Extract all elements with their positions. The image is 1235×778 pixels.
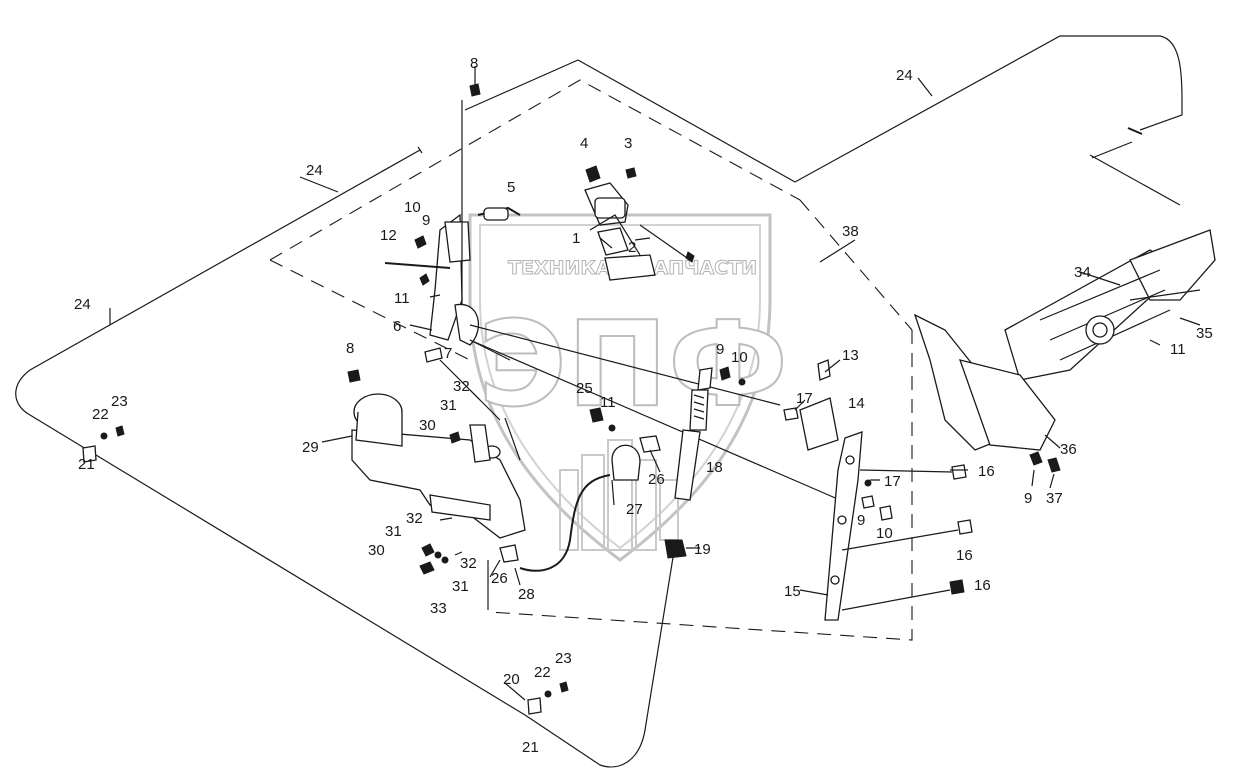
callout-28: 28	[518, 586, 535, 603]
callout-27: 27	[626, 501, 643, 518]
callout-16a: 16	[978, 463, 995, 480]
callout-32b: 32	[406, 510, 423, 527]
release-lever	[783, 359, 973, 621]
callout-32a: 32	[453, 378, 470, 395]
fluid-reservoir	[351, 359, 526, 575]
callout-7: 7	[444, 345, 452, 362]
callout-38: 38	[842, 223, 859, 240]
callout-37: 37	[1046, 490, 1063, 507]
callout-24c: 24	[74, 296, 91, 313]
callout-36: 36	[1060, 441, 1077, 458]
callout-6: 6	[393, 318, 401, 335]
callout-31c: 31	[452, 578, 469, 595]
callout-4: 4	[580, 135, 588, 152]
control-cable-upper	[464, 35, 1183, 206]
callout-22a: 22	[92, 406, 109, 423]
callout-11c: 11	[1170, 341, 1186, 358]
bracket-left	[384, 100, 841, 501]
watermark-brand-top: ТЕХНИКА	[508, 257, 611, 279]
callout-9a: 9	[422, 212, 430, 229]
callout-16b: 16	[956, 547, 973, 564]
callout-14: 14	[848, 395, 865, 412]
callout-17a: 17	[796, 390, 813, 407]
gearbox-assembly	[913, 229, 1216, 473]
callout-11b: 11	[600, 394, 616, 411]
callout-8b: 8	[346, 340, 354, 357]
cab-floor-outline	[269, 79, 913, 641]
callout-34: 34	[1074, 264, 1091, 281]
callout-23a: 23	[111, 393, 128, 410]
callout-10a: 10	[404, 199, 421, 216]
small-bolts	[347, 83, 481, 383]
callout-18: 18	[706, 459, 723, 476]
callout-11a: 11	[394, 290, 410, 307]
callout-32c: 32	[460, 555, 477, 572]
callout-9c: 9	[857, 512, 865, 529]
callout-21b: 21	[522, 739, 539, 756]
callout-26b: 26	[491, 570, 508, 587]
watermark-brand-top-right: ЗАПЧАСТИ	[640, 257, 757, 279]
callout-24a: 24	[306, 162, 323, 179]
callout-15: 15	[784, 583, 801, 600]
callout-17b: 17	[884, 473, 901, 490]
watermark-shield	[468, 213, 772, 562]
callout-30a: 30	[419, 417, 436, 434]
cable-clamps	[82, 425, 569, 715]
callout-20: 20	[503, 671, 520, 688]
callout-5: 5	[507, 179, 515, 196]
control-cable-left	[15, 146, 676, 768]
callout-2: 2	[628, 239, 636, 256]
callout-22b: 22	[534, 664, 551, 681]
leader-lines	[109, 66, 1201, 701]
callout-9b: 9	[716, 341, 724, 358]
master-cylinder	[499, 366, 746, 572]
callout-26a: 26	[648, 471, 665, 488]
callout-25: 25	[576, 380, 593, 397]
callout-24b: 24	[896, 67, 913, 84]
callout-10b: 10	[731, 349, 748, 366]
callout-30b: 30	[368, 542, 385, 559]
callout-29: 29	[302, 439, 319, 456]
callout-31b: 31	[385, 523, 402, 540]
callout-21a: 21	[78, 456, 95, 473]
callout-35: 35	[1196, 325, 1213, 342]
callout-31a: 31	[440, 397, 457, 414]
callout-3: 3	[624, 135, 632, 152]
callout-12: 12	[380, 227, 397, 244]
callout-16c: 16	[974, 577, 991, 594]
callout-8a: 8	[470, 55, 478, 72]
callout-10c: 10	[876, 525, 893, 542]
callout-13: 13	[842, 347, 859, 364]
callout-33: 33	[430, 600, 447, 617]
callout-1: 1	[572, 230, 580, 247]
watermark-shield-inner	[479, 224, 761, 550]
callout-19: 19	[694, 541, 711, 558]
callout-23b: 23	[555, 650, 572, 667]
pedal-assembly	[477, 165, 695, 281]
callout-9d: 9	[1024, 490, 1032, 507]
callout-labels: 1 2 3 4 5 6 7 8 8 9 9 9 9 10 10 10 11 11…	[74, 55, 1213, 756]
